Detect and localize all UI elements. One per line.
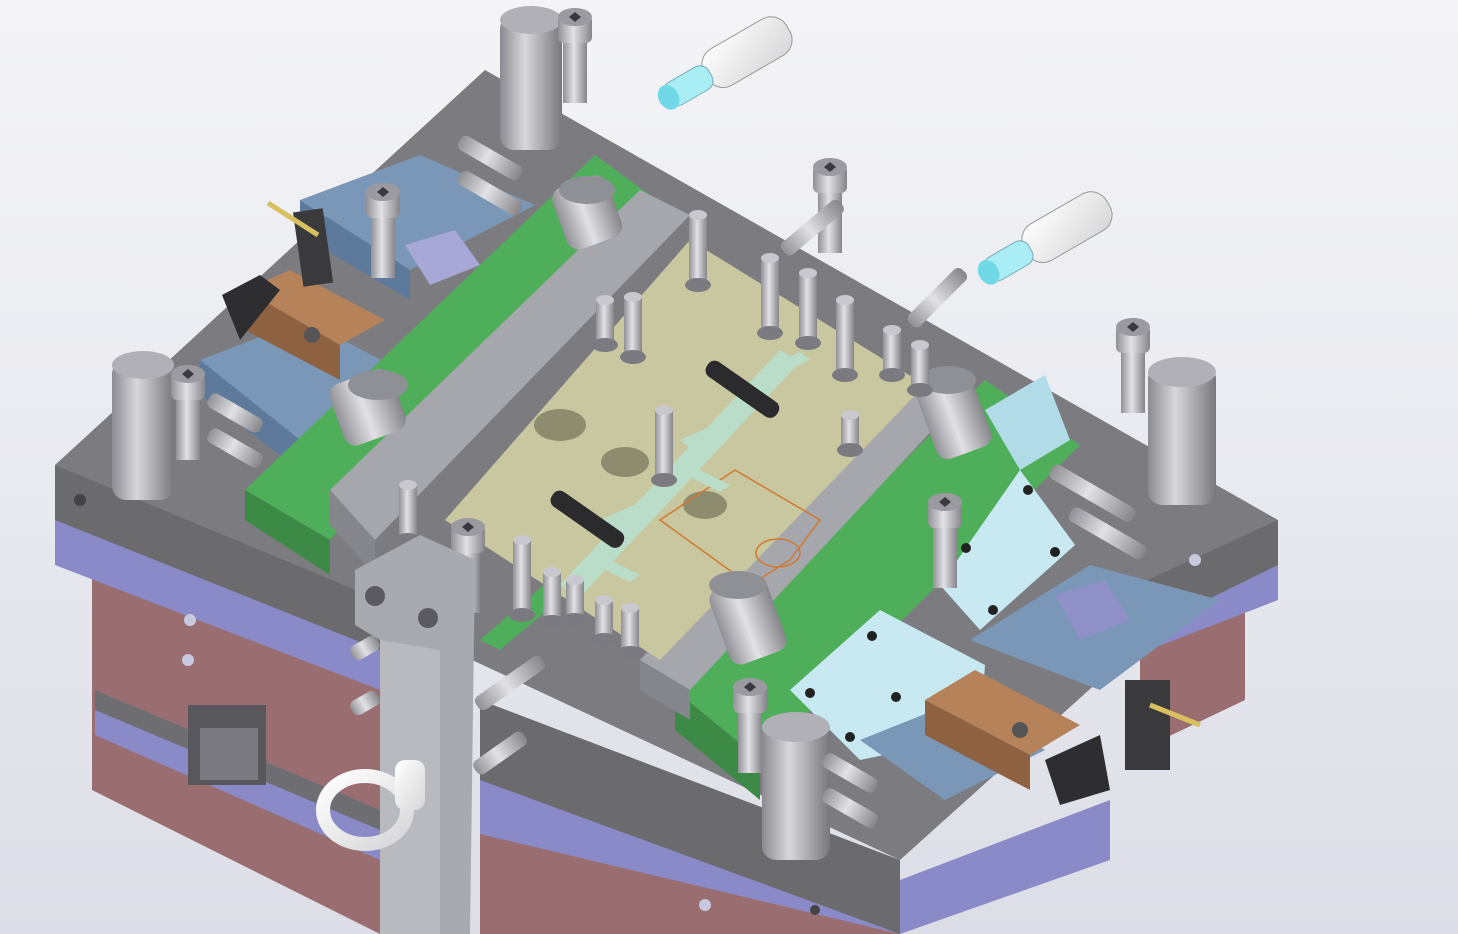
cooling-nipple[interactable]: [1067, 505, 1149, 561]
cooling-nipple[interactable]: [205, 426, 265, 470]
light-blue-block-side: [940, 470, 1075, 630]
core-pin[interactable]: [651, 405, 677, 487]
core-pin[interactable]: [539, 567, 565, 629]
locating-pin[interactable]: [649, 10, 798, 120]
cooling-nipple[interactable]: [348, 689, 382, 718]
sprue-puller-pin: [550, 490, 625, 548]
cooling-nipple[interactable]: [905, 265, 969, 329]
black-end-block-right: [1045, 735, 1110, 805]
copper-wedge-left-face: [245, 290, 340, 380]
gray-rail-left-face: [330, 490, 375, 575]
core-pin[interactable]: [757, 253, 783, 340]
socket-head-screw[interactable]: [171, 365, 205, 460]
guide-pillars[interactable]: [112, 6, 1216, 860]
guide-pillar[interactable]: [1148, 357, 1216, 505]
core-pin[interactable]: [592, 295, 618, 352]
green-plate-right: [675, 380, 1080, 760]
floating-locating-pins[interactable]: [649, 10, 1118, 295]
right-slide-assembly[interactable]: [790, 375, 1220, 805]
plate-hole: [184, 614, 196, 626]
socket-head-screw[interactable]: [558, 8, 592, 103]
cavity-hole: [683, 491, 727, 519]
limit-switch-rod-right: [1149, 702, 1201, 728]
molded-part-feature: [755, 538, 801, 568]
copper-wedge-left: [245, 270, 385, 345]
blue-slide-lower: [200, 320, 400, 440]
gray-rail-left: [330, 190, 690, 540]
core-pin[interactable]: [685, 210, 711, 292]
cooling-nipple[interactable]: [471, 729, 529, 777]
support-pillar-left-face: [200, 728, 258, 780]
core-pin[interactable]: [562, 575, 588, 627]
core-pin[interactable]: [837, 410, 863, 457]
cooling-nipple[interactable]: [456, 134, 525, 183]
angle-pin-heads[interactable]: [326, 172, 995, 668]
socket-head-screw[interactable]: [928, 493, 962, 588]
limit-switch-rod: [266, 200, 320, 238]
core-pins[interactable]: [395, 210, 933, 660]
cooling-nipple[interactable]: [456, 169, 525, 218]
copper-wedge-right-face: [925, 700, 1030, 790]
cooling-nipple[interactable]: [1047, 463, 1137, 524]
black-end-block-left: [222, 275, 280, 340]
clamp-plate-left-face: [55, 465, 380, 650]
core-pin[interactable]: [591, 595, 617, 647]
cavity-hole: [534, 409, 586, 441]
green-plate-left-face: [245, 490, 330, 575]
plate-hole: [1189, 554, 1201, 566]
core-pin[interactable]: [620, 292, 646, 364]
copper-wedge-right: [925, 670, 1080, 755]
guide-pillar[interactable]: [500, 6, 562, 150]
cavity-hole: [601, 447, 649, 477]
locating-pin[interactable]: [969, 185, 1118, 295]
cooling-nipple[interactable]: [205, 391, 265, 435]
cooling-nipple[interactable]: [820, 786, 880, 830]
purple-plate-corner: [900, 800, 1110, 934]
cooling-nipple[interactable]: [473, 654, 548, 713]
angle-pin-head[interactable]: [706, 571, 790, 668]
angle-pin-head[interactable]: [913, 366, 995, 463]
guide-pillar[interactable]: [762, 712, 830, 860]
limit-switch-bracket-right: [1125, 680, 1170, 770]
light-blue-wedge: [985, 375, 1070, 470]
core-pin[interactable]: [795, 268, 821, 350]
angle-pin-head[interactable]: [549, 172, 626, 253]
core-pin[interactable]: [879, 325, 905, 382]
cooling-nipple[interactable]: [820, 751, 880, 795]
socket-head-screw[interactable]: [1116, 318, 1150, 413]
slide-pocket: [405, 230, 480, 285]
core-pin[interactable]: [907, 340, 933, 397]
socket-head-screw[interactable]: [366, 183, 400, 278]
core-pin[interactable]: [509, 535, 535, 622]
clamp-plate-right-face: [480, 700, 900, 934]
green-plate-left: [245, 155, 650, 540]
wedge-screw: [1012, 722, 1028, 738]
sprue-puller-pin: [705, 360, 780, 418]
core-pin[interactable]: [617, 603, 643, 660]
socket-head-screws[interactable]: [171, 8, 1150, 773]
runner-system[interactable]: [547, 350, 810, 597]
slide-pocket-right: [1055, 580, 1130, 640]
eye-bolt[interactable]: [316, 760, 425, 851]
socket-head-screw[interactable]: [733, 678, 767, 773]
plate-hole: [74, 494, 86, 506]
cooling-nipples[interactable]: [205, 134, 1148, 830]
gray-rail-right-face: [640, 660, 690, 720]
core-pin[interactable]: [832, 295, 858, 382]
runner-crosses: [600, 352, 810, 582]
guide-pillar[interactable]: [112, 351, 174, 500]
wedge-screw: [304, 327, 320, 343]
plate-hole: [699, 899, 711, 911]
plate-hole: [810, 905, 820, 915]
plate-hole: [182, 654, 194, 666]
angle-pin-head[interactable]: [326, 366, 409, 449]
purple-plate-left: [55, 510, 380, 690]
cooling-nipple[interactable]: [779, 197, 847, 257]
cooling-nipple[interactable]: [348, 634, 382, 663]
